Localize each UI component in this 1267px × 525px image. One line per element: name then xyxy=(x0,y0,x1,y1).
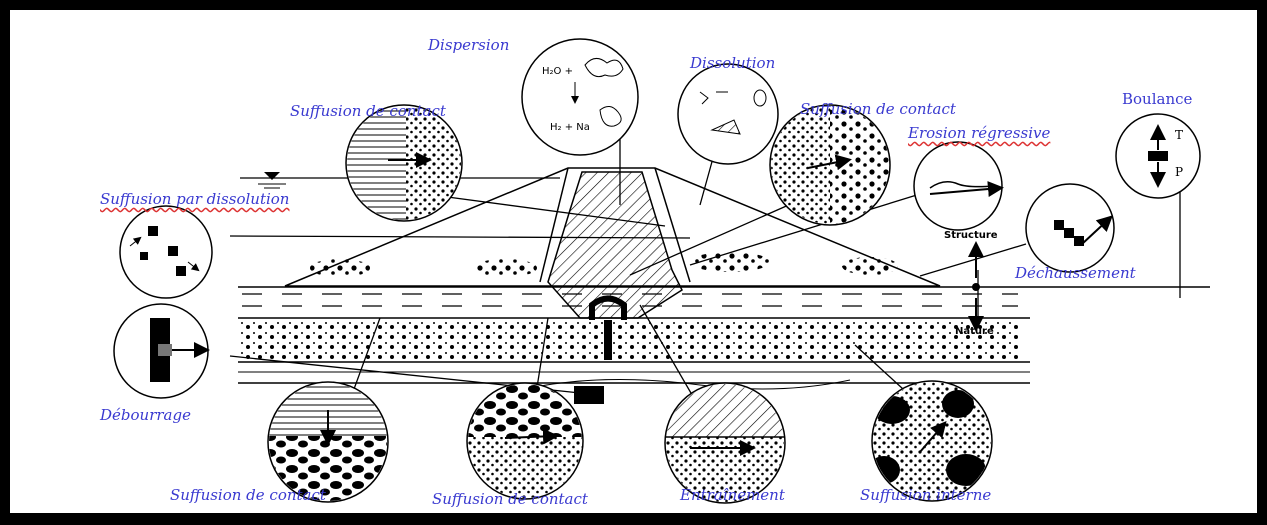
label-debourrage: Débourrage xyxy=(100,406,191,424)
bubble-boulance xyxy=(1115,113,1201,199)
boulance-letter-bottom: P xyxy=(1175,165,1184,179)
label-dissolution: Dissolution xyxy=(690,54,776,72)
bubble-debourrage xyxy=(113,303,210,399)
axis-structure-label: Structure xyxy=(944,230,998,241)
label-suffusion-contact-top-right: Suffusion de contact xyxy=(800,100,956,118)
foundation-layers xyxy=(238,286,1210,391)
bubble-dechaussement xyxy=(1025,183,1115,273)
label-entrainement: Entraînement xyxy=(680,486,785,504)
axis-nature-label: Nature xyxy=(955,326,994,337)
label-suffusion-interne: Suffusion interne xyxy=(860,486,992,504)
dam-embankment xyxy=(284,167,941,404)
label-boulance: Boulance xyxy=(1122,90,1193,108)
bubble-entrainement xyxy=(664,382,786,504)
axis-origin-icon xyxy=(972,283,980,291)
bubble-dispersion xyxy=(521,38,639,156)
bubble-suffusion-contact-bottom-1 xyxy=(267,381,389,503)
bubble-suffusion-contact-top-right xyxy=(769,104,891,226)
label-suffusion-contact-bottom-2: Suffusion de contact xyxy=(432,490,588,508)
boulance-letter-top: T xyxy=(1175,128,1184,142)
label-dispersion: Dispersion xyxy=(428,36,510,54)
bubble-erosion-regressive xyxy=(913,141,1004,231)
bubble-suffusion-dissolution xyxy=(119,205,213,299)
bubble-suffusion-interne xyxy=(871,380,993,502)
dispersion-formula-line2: H₂ + Na xyxy=(550,122,590,133)
bubble-suffusion-contact-bottom-2 xyxy=(466,382,584,500)
label-erosion-regressive: Erosion régressive xyxy=(908,124,1051,142)
bubble-dissolution xyxy=(677,63,779,165)
label-suffusion-contact-bottom-1: Suffusion de contact xyxy=(170,486,326,504)
bubble-suffusion-contact-top-left xyxy=(345,104,463,222)
label-dechaussement: Déchaussement xyxy=(1015,264,1136,282)
label-suffusion-dissolution: Suffusion par dissolution xyxy=(100,190,290,208)
dispersion-formula-line1: H₂O + xyxy=(542,66,573,77)
label-suffusion-contact-top-left: Suffusion de contact xyxy=(290,102,446,120)
